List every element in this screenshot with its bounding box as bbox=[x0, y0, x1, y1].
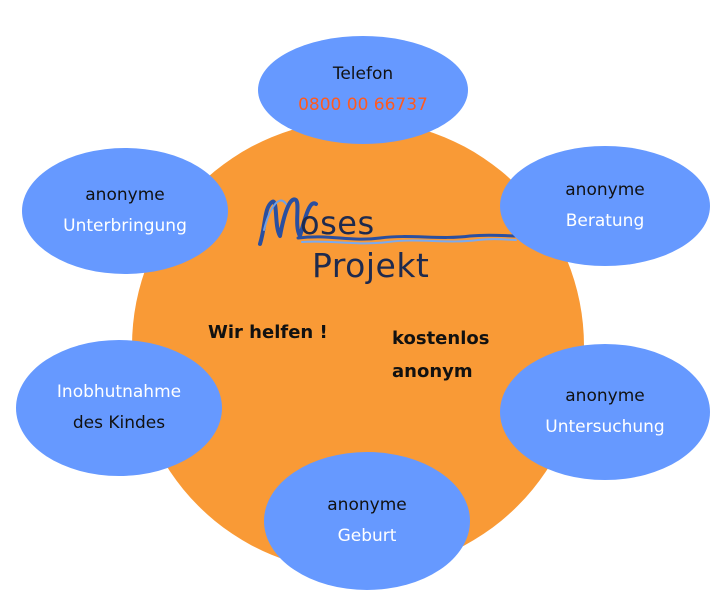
moses-logo-mark bbox=[258, 197, 520, 246]
bubble-line-1: anonyme bbox=[85, 185, 165, 205]
bubble-telefon: Telefon 0800 00 66737 bbox=[258, 36, 468, 144]
bubble-line-2: Untersuchung bbox=[545, 417, 665, 437]
bubble-line-2: Unterbringung bbox=[63, 216, 187, 236]
benefits-list: kostenlos anonym bbox=[392, 322, 489, 388]
phone-number: 0800 00 66737 bbox=[298, 95, 428, 115]
bubble-geburt: anonyme Geburt bbox=[264, 452, 470, 590]
bubble-untersuchung: anonyme Untersuchung bbox=[500, 344, 710, 480]
bubble-line-1: Inobhutnahme bbox=[56, 382, 182, 402]
logo-text-oses: oses bbox=[300, 204, 375, 242]
bubble-line-2: Beratung bbox=[565, 211, 645, 231]
slogan-text: Wir helfen ! bbox=[208, 322, 328, 343]
bubble-line-2: des Kindes bbox=[72, 413, 166, 433]
bubble-line-2: Geburt bbox=[337, 526, 397, 546]
bubble-line-1: anonyme bbox=[565, 180, 645, 200]
bubble-unterbringung: anonyme Unterbringung bbox=[22, 148, 228, 274]
benefit-anonymous: anonym bbox=[392, 361, 473, 382]
bubble-line-1: anonyme bbox=[327, 495, 407, 515]
telefon-label: Telefon bbox=[332, 64, 394, 84]
bubble-inobhutnahme: Inobhutnahme des Kindes bbox=[16, 340, 222, 476]
bubble-line-1: anonyme bbox=[565, 386, 645, 406]
logo-text-projekt: Projekt bbox=[312, 246, 430, 285]
bubble-beratung: anonyme Beratung bbox=[500, 146, 710, 266]
benefit-free: kostenlos bbox=[392, 328, 490, 349]
